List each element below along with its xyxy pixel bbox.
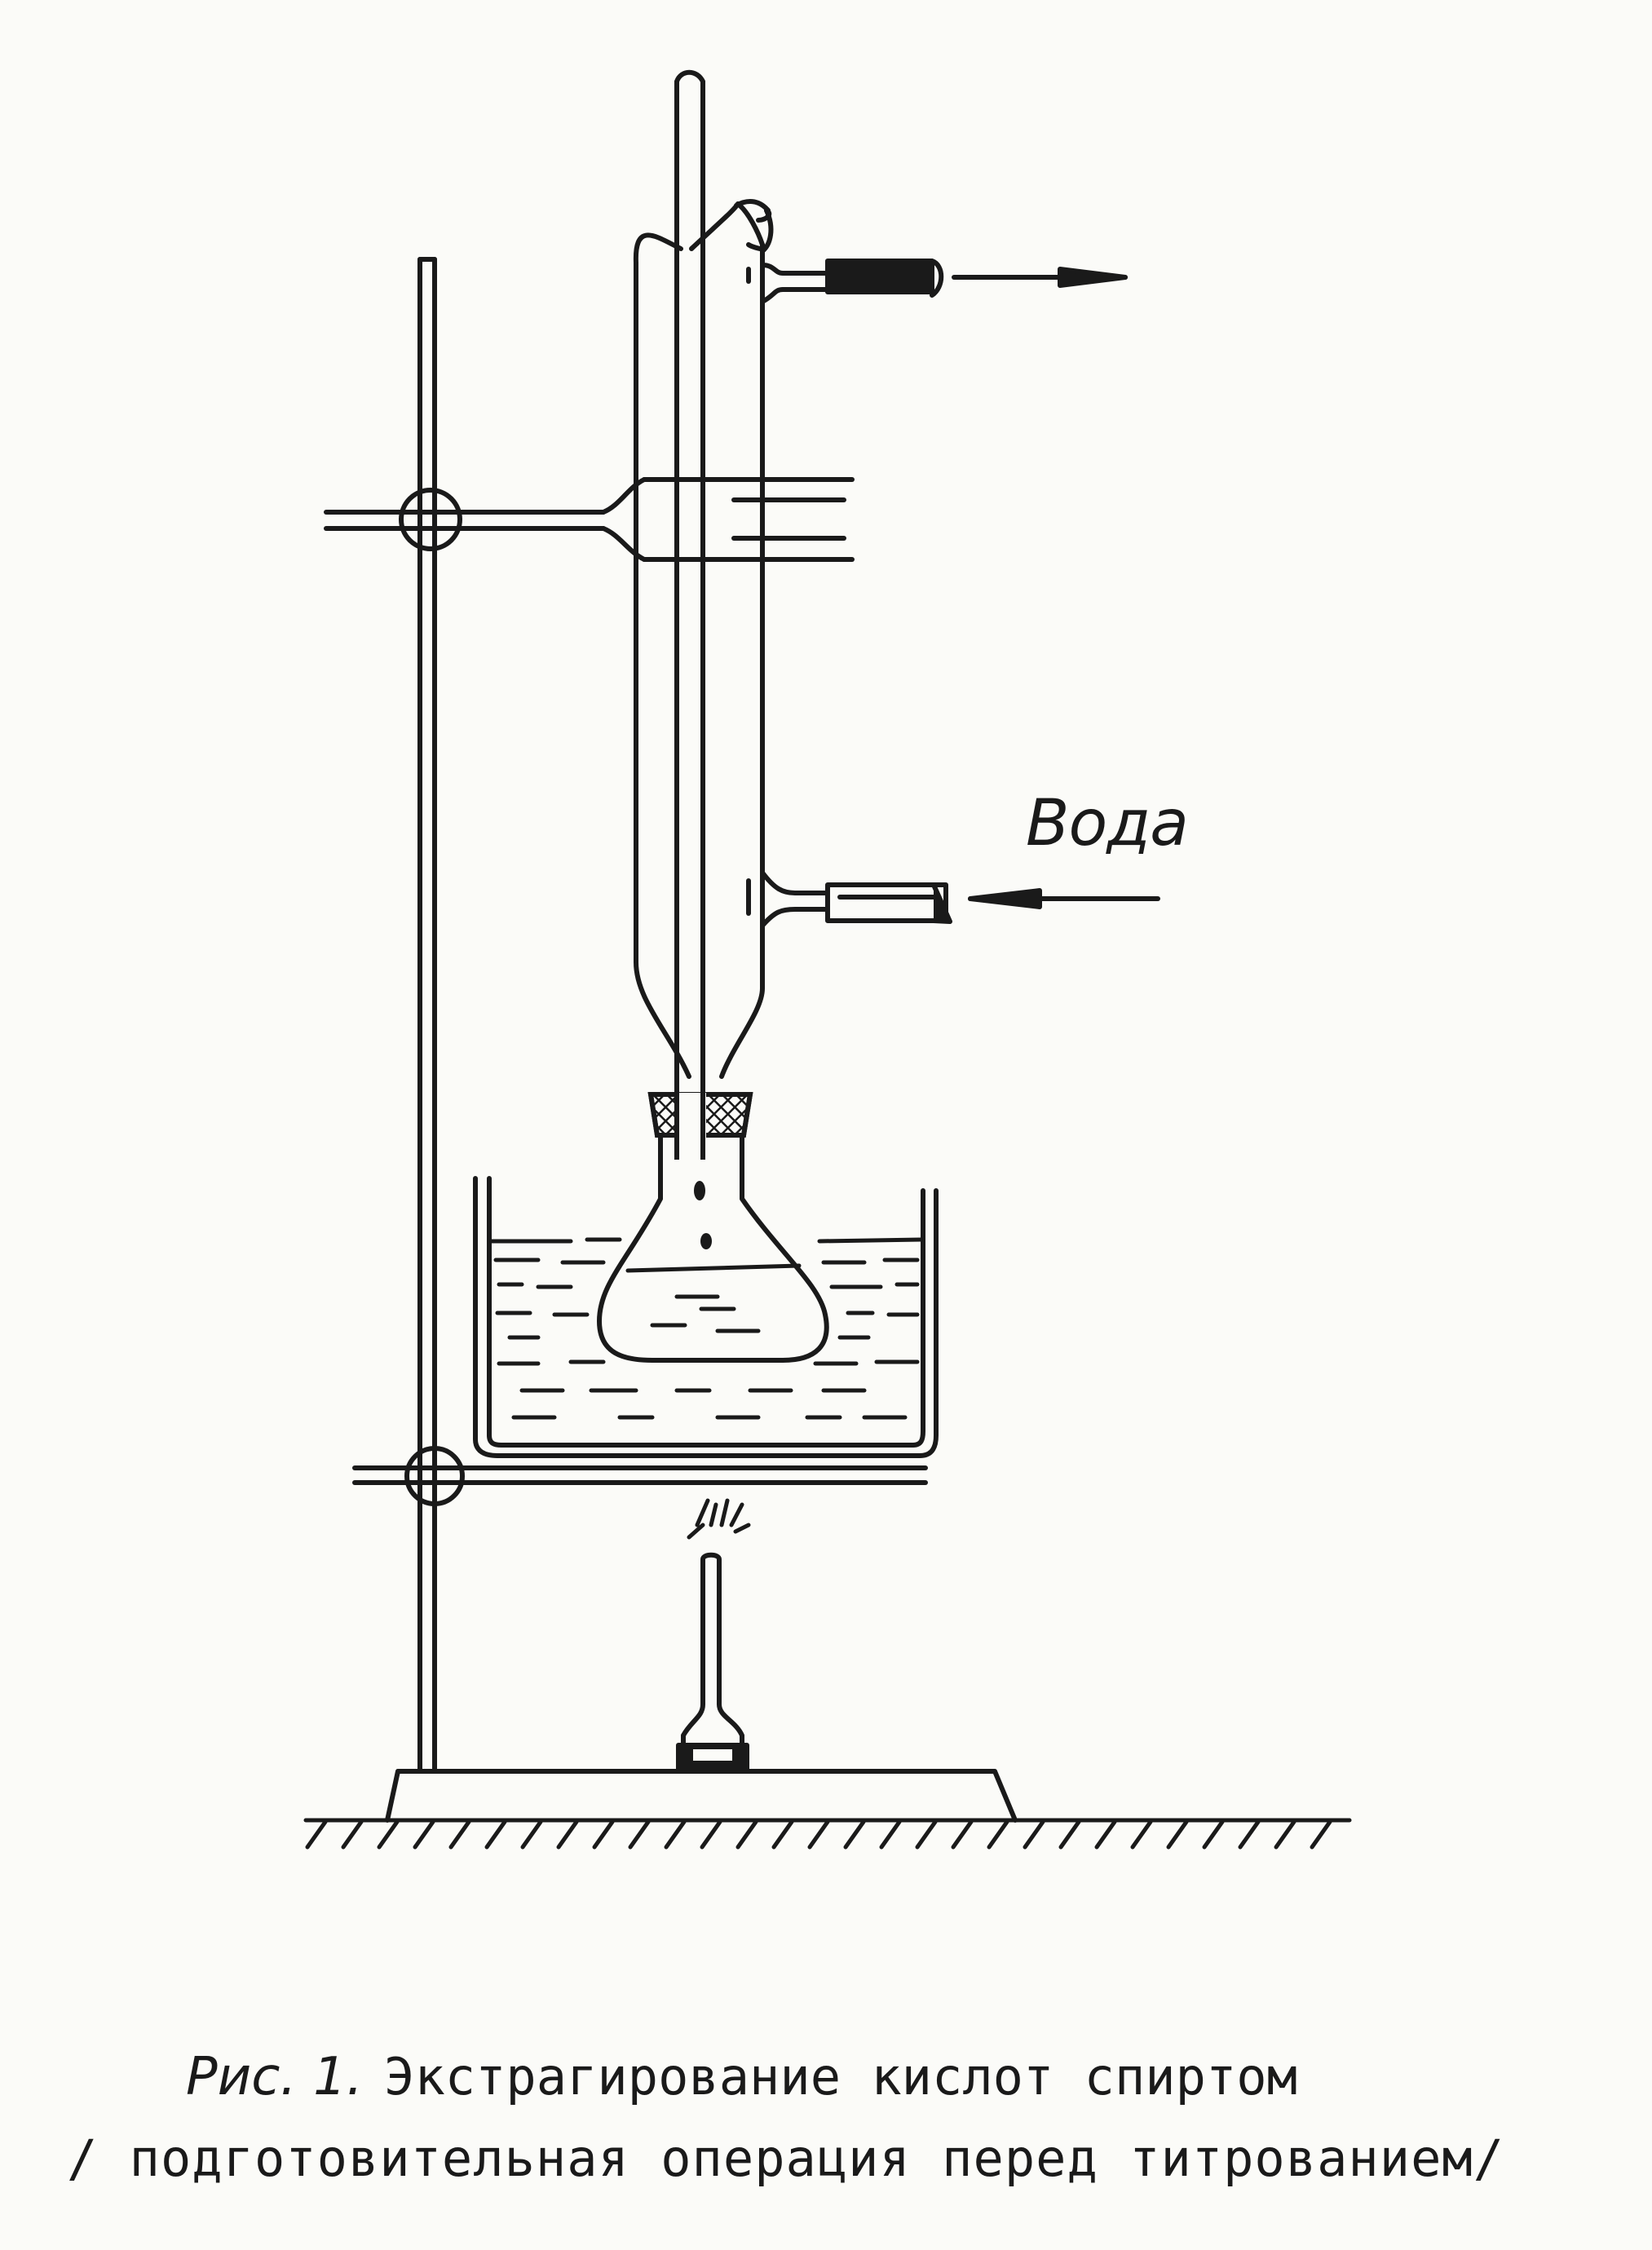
flask-stopper bbox=[647, 1092, 753, 1166]
water-in-arrow bbox=[968, 888, 1160, 909]
ground-hatch-stroke bbox=[879, 1819, 902, 1850]
water-outlet-arm bbox=[746, 259, 944, 304]
inner-tube bbox=[674, 69, 705, 1160]
ground-hatch-stroke bbox=[771, 1819, 794, 1850]
flame bbox=[687, 1498, 751, 1540]
ground-hatch-stroke bbox=[843, 1819, 866, 1850]
figure-reference: Рис. 1. bbox=[186, 2047, 364, 2107]
ground bbox=[303, 1818, 1352, 1850]
ground-hatch-stroke bbox=[520, 1819, 543, 1850]
ground-hatch-stroke bbox=[484, 1819, 507, 1850]
ground-hatch-stroke bbox=[1202, 1819, 1225, 1850]
ground-hatch-stroke bbox=[1094, 1819, 1117, 1850]
ground-hatch-stroke bbox=[1058, 1819, 1081, 1850]
ground-hatch-stroke bbox=[664, 1819, 687, 1850]
condenser-jacket bbox=[633, 199, 774, 1079]
ground-hatch-stroke bbox=[305, 1819, 328, 1850]
water-out-arrow bbox=[952, 267, 1128, 288]
water-dash bbox=[817, 1237, 924, 1244]
ground-hatch-stroke bbox=[1310, 1819, 1332, 1850]
ground-hatch-stroke bbox=[1023, 1819, 1045, 1850]
ground-hatch-stroke bbox=[556, 1819, 579, 1850]
ground-hatch-stroke bbox=[448, 1819, 471, 1850]
burner bbox=[676, 1552, 749, 1774]
ground-hatch-stroke bbox=[807, 1819, 830, 1850]
water-bath bbox=[473, 1176, 939, 1458]
ground-hatch-stroke bbox=[628, 1819, 651, 1850]
ground-hatch-stroke bbox=[341, 1819, 364, 1850]
figure-caption-line2: / подготовительная операция перед титров… bbox=[67, 2128, 1505, 2188]
ground-hatch-stroke bbox=[700, 1819, 722, 1850]
ground-hatch-stroke bbox=[1238, 1819, 1261, 1850]
upper-clamp bbox=[324, 477, 855, 562]
ground-hatch-stroke bbox=[592, 1819, 615, 1850]
lower-clamp bbox=[352, 1446, 928, 1506]
ground-hatch-stroke bbox=[1166, 1819, 1189, 1850]
ground-hatch-stroke bbox=[1130, 1819, 1153, 1850]
figure-caption-line1: Рис. 1. Экстрагирование кислот спиртом bbox=[186, 2047, 1652, 2107]
ground-hatch-stroke bbox=[735, 1819, 758, 1850]
erlenmeyer-flask bbox=[597, 1133, 829, 1363]
ground-hatch-stroke bbox=[987, 1819, 1009, 1850]
ground-hatch-stroke bbox=[377, 1819, 400, 1850]
ground-hatch-stroke bbox=[915, 1819, 938, 1850]
stand-rod bbox=[417, 257, 437, 1774]
water-inlet-arm bbox=[746, 870, 952, 928]
ground-hatch-stroke bbox=[413, 1819, 435, 1850]
water-surface bbox=[487, 1237, 924, 1420]
figure-title: Экстрагирование кислот спиртом bbox=[384, 2047, 1297, 2106]
ground-hatch-stroke bbox=[951, 1819, 974, 1850]
stand-base bbox=[385, 1769, 1018, 1823]
condensate-drops bbox=[694, 1181, 712, 1249]
water-dash bbox=[625, 1263, 802, 1273]
water-label: Вода bbox=[1026, 787, 1189, 860]
ground-hatch-stroke bbox=[1274, 1819, 1296, 1850]
